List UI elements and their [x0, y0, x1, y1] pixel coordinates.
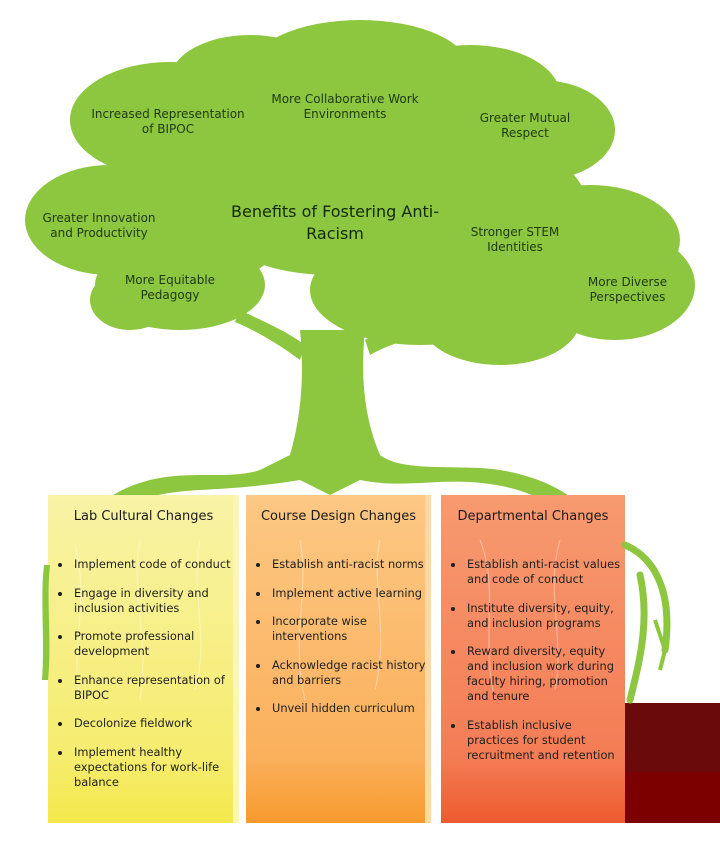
- list-item: Promote professional development: [72, 629, 235, 659]
- list-item: Acknowledge racist history and barriers: [270, 658, 427, 688]
- course-column-edge: [425, 495, 431, 823]
- list-item: Implement active learning: [270, 586, 427, 601]
- list-item: Establish anti-racist norms: [270, 557, 427, 572]
- list-item: Implement healthy expectations for work-…: [72, 745, 235, 790]
- lab-column: Lab Cultural Changes Implement code of c…: [48, 495, 239, 825]
- dark-red-block-lower: [625, 772, 720, 823]
- lab-column-bg: [48, 495, 239, 823]
- list-item: Engage in diversity and inclusion activi…: [72, 586, 235, 616]
- course-column-list: Establish anti-racist norms Implement ac…: [252, 557, 427, 730]
- list-item: Institute diversity, equity, and inclusi…: [465, 601, 621, 631]
- benefit-innovation: Greater Innovation and Productivity: [42, 211, 156, 240]
- right-root-tip: [653, 619, 668, 671]
- list-item: Establish inclusive practices for studen…: [465, 718, 621, 763]
- left-root: [42, 565, 50, 680]
- faint-roots: [74, 539, 561, 701]
- diagram-title: Benefits of Fostering Anti-Racism: [231, 202, 439, 243]
- course-column: Course Design Changes Establish anti-rac…: [246, 495, 431, 825]
- benefit-mutual-respect: Greater Mutual Respect: [479, 111, 571, 140]
- list-item: Reward diversity, equity and inclusion w…: [465, 644, 621, 704]
- dept-column-heading: Departmental Changes: [457, 509, 609, 524]
- benefit-equitable-pedagogy: More Equitable Pedagogy: [124, 273, 216, 302]
- benefit-diverse-perspectives: More Diverse Perspectives: [587, 275, 668, 304]
- benefit-collaborative: More Collaborative Work Environments: [271, 92, 419, 121]
- list-item: Unveil hidden curriculum: [270, 701, 427, 716]
- benefit-representation: Increased Representation of BIPOC: [91, 107, 245, 136]
- tree-canopy: [25, 20, 695, 365]
- lab-column-list: Implement code of conduct Engage in dive…: [54, 557, 235, 804]
- list-item: Decolonize fieldwork: [72, 716, 235, 731]
- lab-column-heading: Lab Cultural Changes: [73, 509, 214, 524]
- dept-column: Departmental Changes Establish anti-raci…: [441, 495, 625, 825]
- tree-trunk: [90, 289, 580, 520]
- dept-column-list: Establish anti-racist values and code of…: [447, 557, 621, 776]
- list-item: Implement code of conduct: [72, 557, 235, 572]
- lab-column-edge: [233, 495, 239, 823]
- list-item: Incorporate wise interventions: [270, 614, 427, 644]
- right-root: [621, 541, 671, 704]
- dept-column-bg: [441, 495, 625, 823]
- list-item: Establish anti-racist values and code of…: [465, 557, 621, 587]
- benefit-stem-identities: Stronger STEM Identities: [470, 225, 560, 254]
- list-item: Enhance representation of BIPOC: [72, 673, 235, 703]
- course-column-heading: Course Design Changes: [260, 509, 417, 524]
- course-column-bg: [246, 495, 431, 823]
